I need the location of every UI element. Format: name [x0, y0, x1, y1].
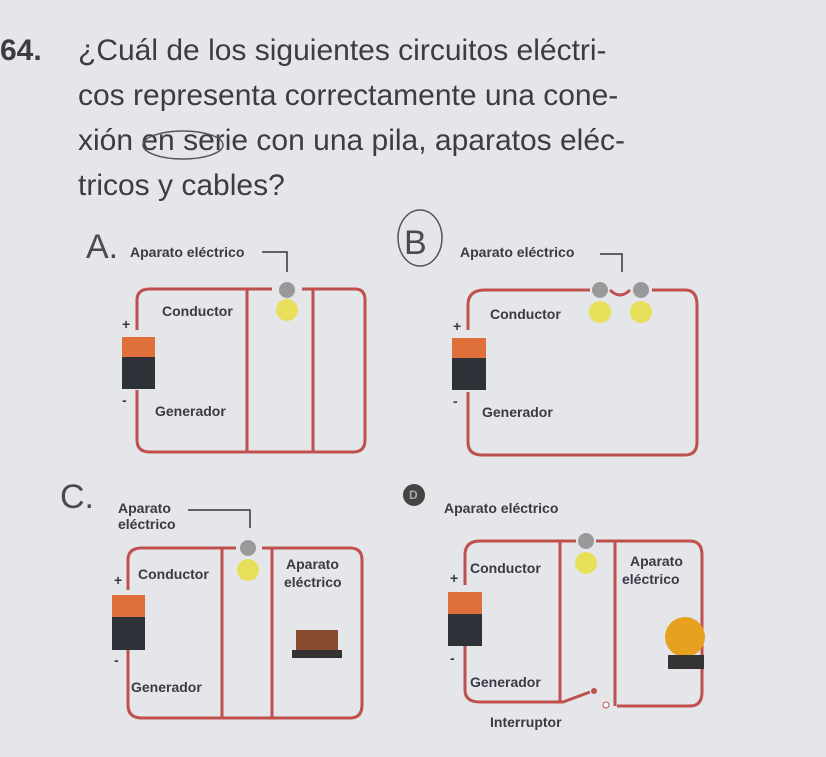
- bell-icon: [665, 617, 705, 669]
- device-label: Aparato eléctrico: [130, 244, 245, 260]
- device2-label: eléctrico: [622, 571, 680, 587]
- minus-sign: -: [453, 393, 458, 409]
- switch-icon: [591, 688, 597, 694]
- circuit-b: [466, 288, 699, 457]
- device2-label: eléctrico: [284, 574, 342, 590]
- question-line-3: xión en serie con una pila, aparatos elé…: [78, 124, 626, 157]
- arrow-icon: [262, 251, 288, 272]
- battery-icon: [112, 595, 145, 650]
- handwritten-circle: [397, 209, 443, 267]
- arrow-icon: [188, 509, 251, 528]
- conductor-label: Conductor: [162, 303, 233, 319]
- motor-icon: [292, 630, 342, 658]
- question-line-2: cos representa correctamente una cone-: [78, 79, 619, 112]
- conductor-label: Conductor: [490, 306, 561, 322]
- device-label: eléctrico: [118, 516, 176, 532]
- option-c-letter[interactable]: C.: [60, 478, 94, 516]
- device2-label: Aparato: [286, 556, 339, 572]
- question-line-4: tricos y cables?: [78, 169, 285, 202]
- arrow-icon: [600, 253, 623, 272]
- circuit-a: [135, 287, 367, 454]
- plus-sign: +: [122, 316, 131, 332]
- generator-label: Generador: [131, 679, 202, 695]
- plus-sign: +: [114, 572, 123, 588]
- plus-sign: +: [450, 570, 459, 586]
- battery-icon: [452, 338, 486, 390]
- handwritten-mark: [403, 484, 425, 506]
- circuit-c: [126, 546, 364, 720]
- bulb-icon: [589, 282, 611, 323]
- circuit-d: [463, 539, 704, 708]
- option-d-letter[interactable]: D: [409, 488, 418, 502]
- device2-label: Aparato: [630, 553, 683, 569]
- generator-label: Generador: [470, 674, 541, 690]
- generator-label: Generador: [482, 404, 553, 420]
- handwritten-circle: [142, 130, 224, 160]
- bulb-icon: [276, 282, 298, 321]
- bulb-icon: [575, 533, 597, 574]
- question-number: 64.: [0, 34, 42, 67]
- question-line-1: ¿Cuál de los siguientes circuitos eléctr…: [78, 34, 607, 67]
- conductor-label: Conductor: [138, 566, 209, 582]
- device-label: Aparato eléctrico: [444, 500, 559, 516]
- generator-label: Generador: [155, 403, 226, 419]
- device-label: Aparato eléctrico: [460, 244, 575, 260]
- minus-sign: -: [450, 650, 455, 666]
- switch-label: Interruptor: [490, 714, 562, 730]
- plus-sign: +: [453, 318, 462, 334]
- device-label: Aparato: [118, 500, 171, 516]
- conductor-label: Conductor: [470, 560, 541, 576]
- battery-icon: [448, 592, 482, 646]
- option-a-letter[interactable]: A.: [86, 228, 119, 266]
- minus-sign: -: [122, 392, 127, 408]
- option-b-letter[interactable]: B: [404, 224, 427, 262]
- battery-icon: [122, 337, 155, 389]
- minus-sign: -: [114, 652, 119, 668]
- bulb-icon: [237, 540, 259, 581]
- bulb-icon: [630, 282, 652, 323]
